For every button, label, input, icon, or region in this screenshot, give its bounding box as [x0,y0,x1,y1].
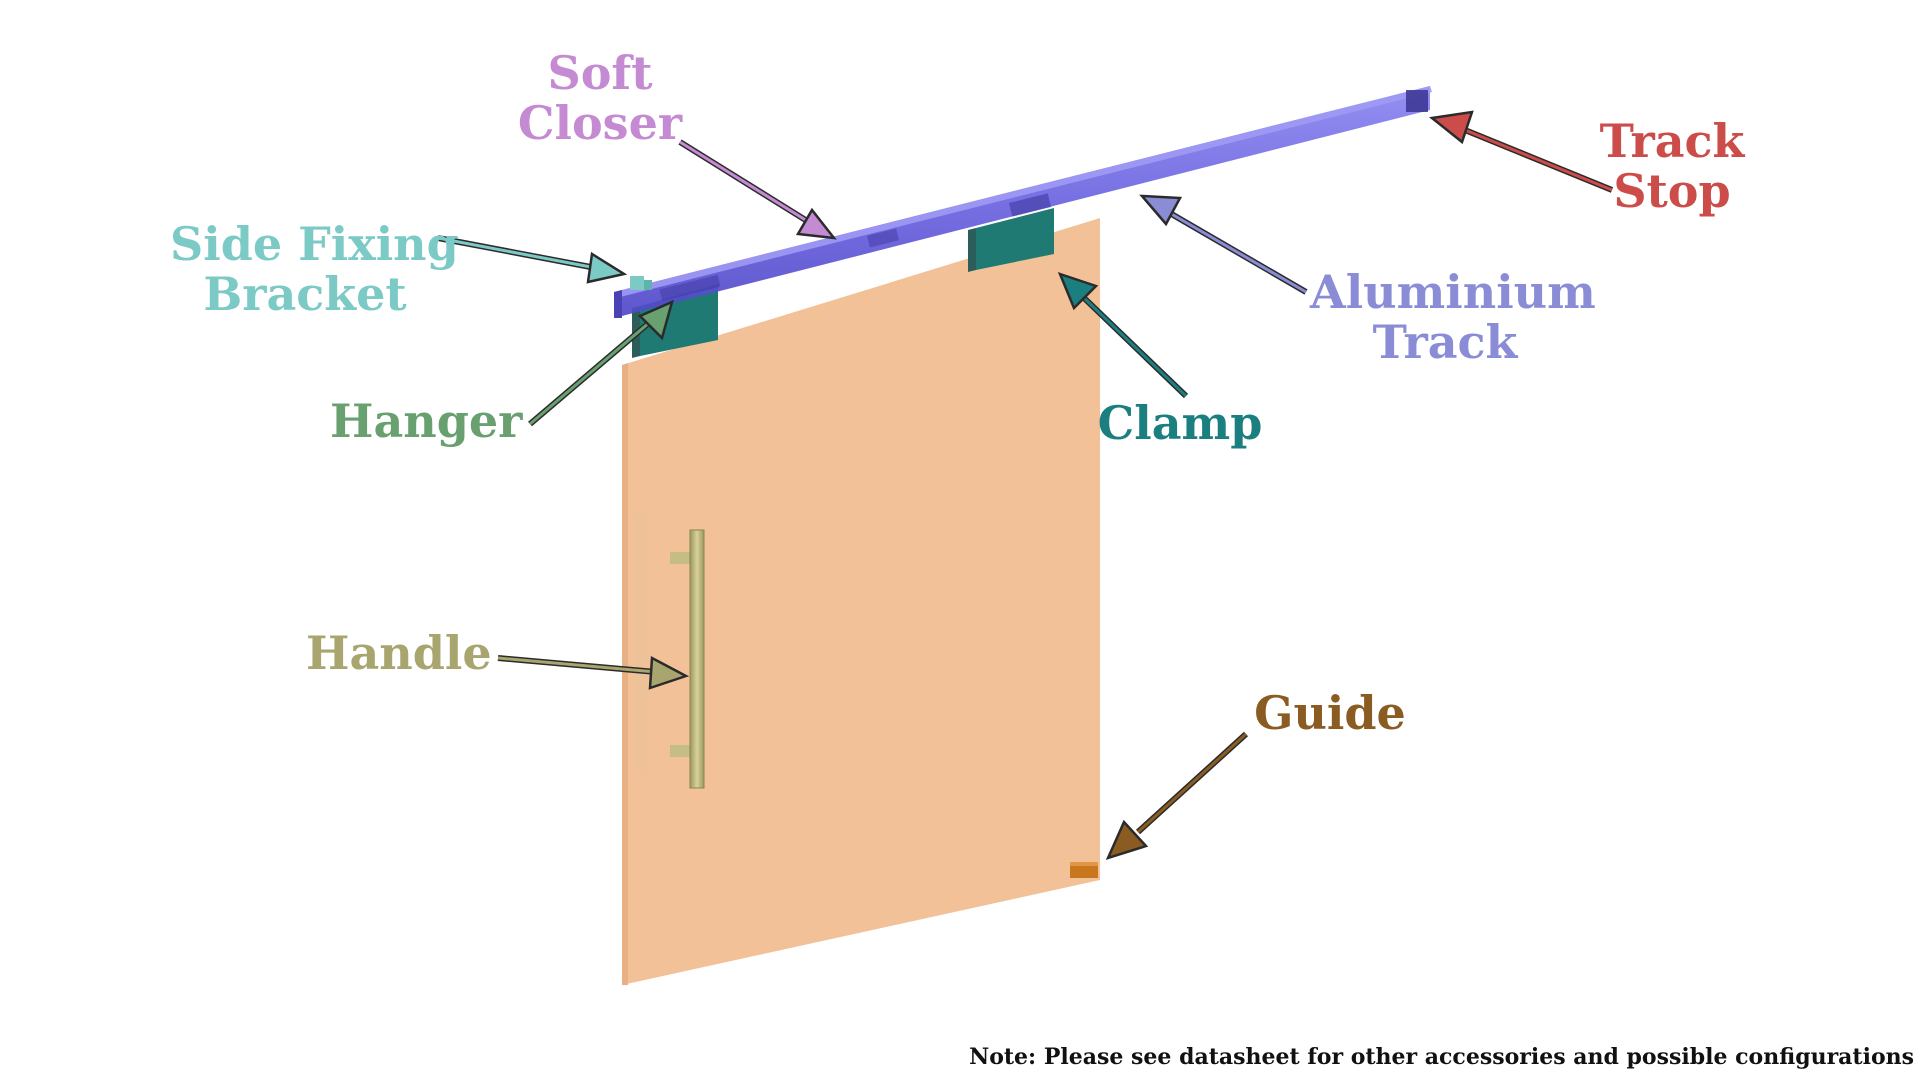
label-aluminium-track-line2: Track [1372,315,1518,369]
guide-arrow [1105,731,1249,861]
label-aluminium-track: Aluminium Track [1310,265,1596,369]
label-side-fixing-bracket: Side Fixing Bracket [170,217,459,321]
aluminium-track [614,86,1432,318]
clamp-arrow [1057,271,1189,399]
label-hanger: Hanger [330,394,523,448]
label-side-fixing-bracket-line2: Bracket [203,267,407,321]
door-edge [622,363,628,985]
side-fixing-bracket [630,276,652,290]
label-aluminium-track-line1: Aluminium [1310,265,1596,319]
clamp [968,208,1054,272]
label-guide: Guide [1254,686,1406,740]
side-fixing-bracket-arrow [437,235,628,284]
door-panel [622,218,1100,985]
handle [670,529,705,789]
label-track-stop-line1: Track [1599,114,1745,168]
label-clamp: Clamp [1097,396,1263,450]
label-soft-closer-line2: Closer [517,96,683,150]
hanger-arrow [528,299,674,427]
label-track-stop-line2: Stop [1613,164,1731,218]
label-soft-closer-line1: Soft [547,46,653,100]
track-stop-arrow [1428,110,1614,193]
label-track-stop: Track Stop [1582,116,1762,216]
footnote: Note: Please see datasheet for other acc… [969,1044,1914,1070]
handle-reflection [635,515,647,770]
track-stop [1406,90,1428,112]
label-handle: Handle [306,626,492,680]
aluminium-track-arrow [1139,194,1308,295]
label-soft-closer: Soft Closer [510,48,690,148]
soft-closer-arrow [678,139,837,240]
label-side-fixing-bracket-line1: Side Fixing [170,217,459,271]
guide [1070,862,1098,878]
handle-arrow [497,655,690,690]
